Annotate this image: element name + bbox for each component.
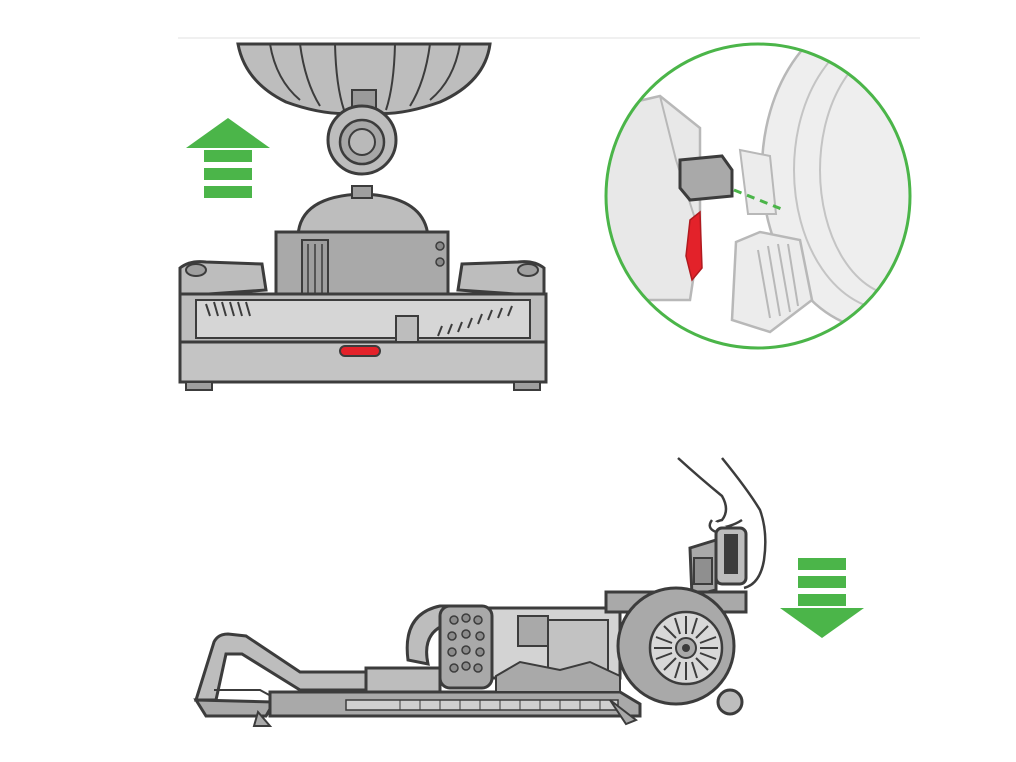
machine-base: [268, 666, 642, 718]
clip-catch: [678, 154, 734, 202]
reclined-machine-panel: [193, 457, 864, 727]
connector-knob: [326, 104, 398, 176]
ball-body: [236, 42, 492, 116]
clear-bin: [405, 604, 622, 693]
cleaner-head-panel: [178, 42, 548, 391]
alignment-dashed-line: [733, 188, 785, 212]
wand-tube: [193, 632, 374, 727]
ball-wheel: [604, 586, 748, 726]
magnifier-circle-icon: [604, 42, 912, 350]
release-tab-red: [685, 210, 703, 282]
release-button-indicator: [339, 345, 381, 357]
arrow-up-icon: [186, 118, 270, 198]
cyclone-pack: [438, 604, 494, 690]
cleaner-head: [178, 185, 548, 391]
arrow-down-icon: [780, 558, 864, 638]
machine-handle: [688, 526, 748, 598]
clip-detail-panel: [604, 42, 912, 350]
